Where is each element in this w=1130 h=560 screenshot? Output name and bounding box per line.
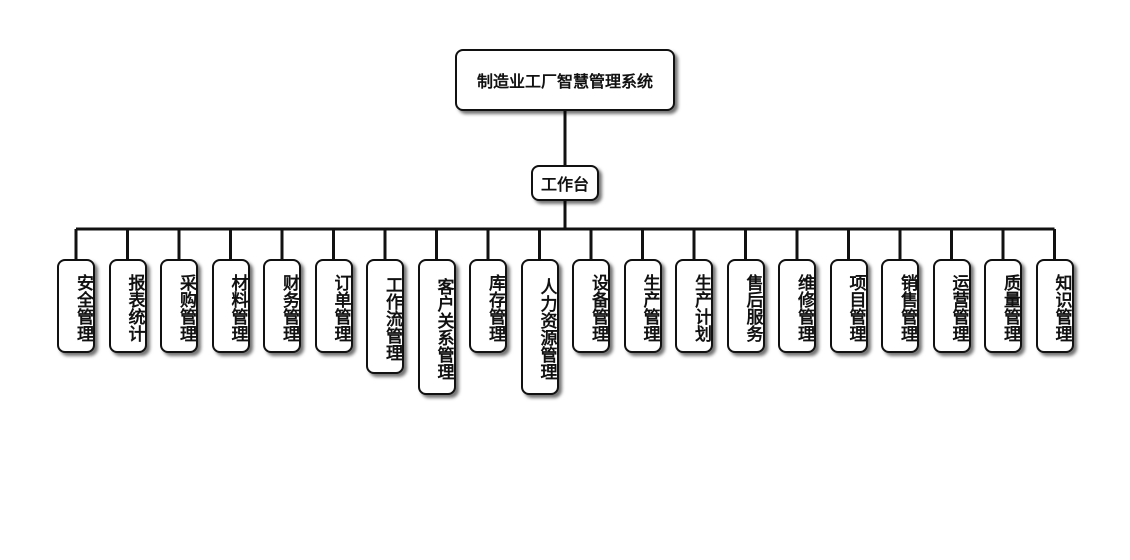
module-node[interactable]: 库存管理 (469, 259, 507, 353)
module-label: 材料管理 (227, 274, 248, 342)
module-label: 报表统计 (124, 274, 145, 342)
module-label: 质量管理 (1000, 274, 1020, 342)
module-node[interactable]: 客户关系管理 (417, 259, 456, 395)
module-node[interactable]: 设备管理 (572, 259, 610, 353)
hub-node[interactable]: 工作台 (531, 165, 599, 201)
module-label: 生产管理 (639, 274, 660, 342)
module-label: 人力资源管理 (536, 278, 557, 380)
module-node[interactable]: 售后服务 (726, 259, 765, 353)
module-node[interactable]: 知识管理 (1035, 259, 1074, 353)
module-label: 客户关系管理 (433, 278, 454, 380)
module-node[interactable]: 采购管理 (160, 259, 198, 353)
module-node[interactable]: 财务管理 (263, 259, 301, 353)
module-node[interactable]: 生产管理 (623, 259, 662, 353)
module-node[interactable]: 订单管理 (314, 259, 353, 353)
module-node[interactable]: 人力资源管理 (520, 259, 559, 395)
module-node[interactable]: 销售管理 (881, 259, 919, 353)
module-node[interactable]: 材料管理 (211, 259, 250, 353)
root-label: 制造业工厂智慧管理系统 (476, 72, 653, 91)
module-label: 工作流管理 (382, 276, 402, 361)
root-node[interactable]: 制造业工厂智慧管理系统 (455, 49, 675, 111)
module-node[interactable]: 生产计划 (675, 259, 713, 353)
module-label: 库存管理 (485, 274, 505, 342)
module-label: 生产计划 (691, 274, 711, 342)
module-label: 安全管理 (73, 274, 93, 342)
module-label: 维修管理 (794, 274, 814, 342)
module-label: 运营管理 (948, 274, 969, 342)
module-node[interactable]: 维修管理 (778, 259, 816, 353)
module-node[interactable]: 工作流管理 (366, 259, 404, 374)
module-label: 财务管理 (279, 274, 299, 342)
module-label: 订单管理 (330, 274, 351, 342)
module-node[interactable]: 项目管理 (829, 259, 868, 353)
module-node[interactable]: 质量管理 (984, 259, 1022, 353)
module-label: 采购管理 (176, 274, 196, 342)
module-label: 设备管理 (588, 274, 608, 342)
module-node[interactable]: 运营管理 (932, 259, 971, 353)
module-node[interactable]: 安全管理 (57, 259, 95, 353)
hub-label: 工作台 (540, 175, 589, 194)
module-label: 项目管理 (845, 274, 866, 342)
module-node[interactable]: 报表统计 (108, 259, 147, 353)
module-label: 销售管理 (897, 274, 917, 342)
module-label: 售后服务 (742, 274, 763, 342)
module-label: 知识管理 (1051, 274, 1072, 342)
